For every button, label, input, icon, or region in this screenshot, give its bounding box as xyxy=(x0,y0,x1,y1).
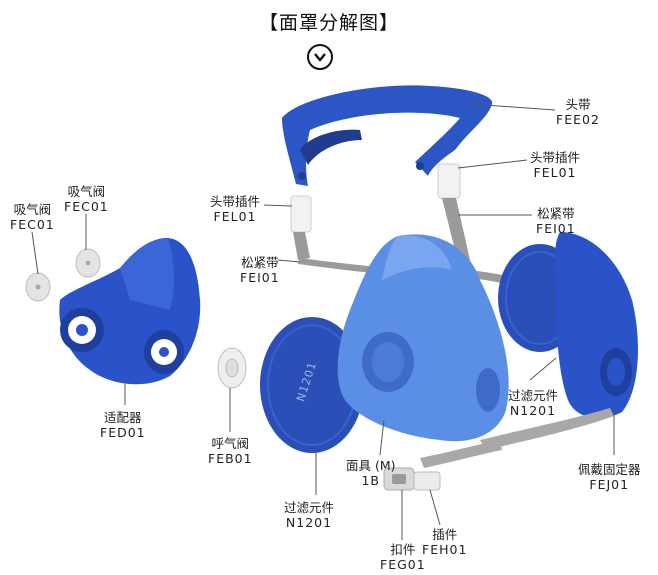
right-adapter-illustration xyxy=(555,232,638,419)
insert-illustration xyxy=(413,471,441,491)
headband-insert-right-illustration xyxy=(437,163,461,199)
page-title: 【面罩分解图】 xyxy=(258,12,399,34)
chevron-down-circle-icon xyxy=(307,44,333,70)
headband-insert-left-illustration xyxy=(290,195,312,233)
mask-body-illustration xyxy=(337,234,509,442)
adapter-illustration xyxy=(59,238,201,385)
exhale-valve-illustration xyxy=(217,347,247,389)
elastic-strap-illustration xyxy=(293,198,578,306)
mask-body-label: 面具 (M)1B xyxy=(346,458,396,488)
headband-illustration xyxy=(282,85,493,186)
leader-lines xyxy=(31,103,615,540)
inhale-valve-illustration xyxy=(25,248,101,302)
lower-strap-illustration xyxy=(420,408,614,468)
